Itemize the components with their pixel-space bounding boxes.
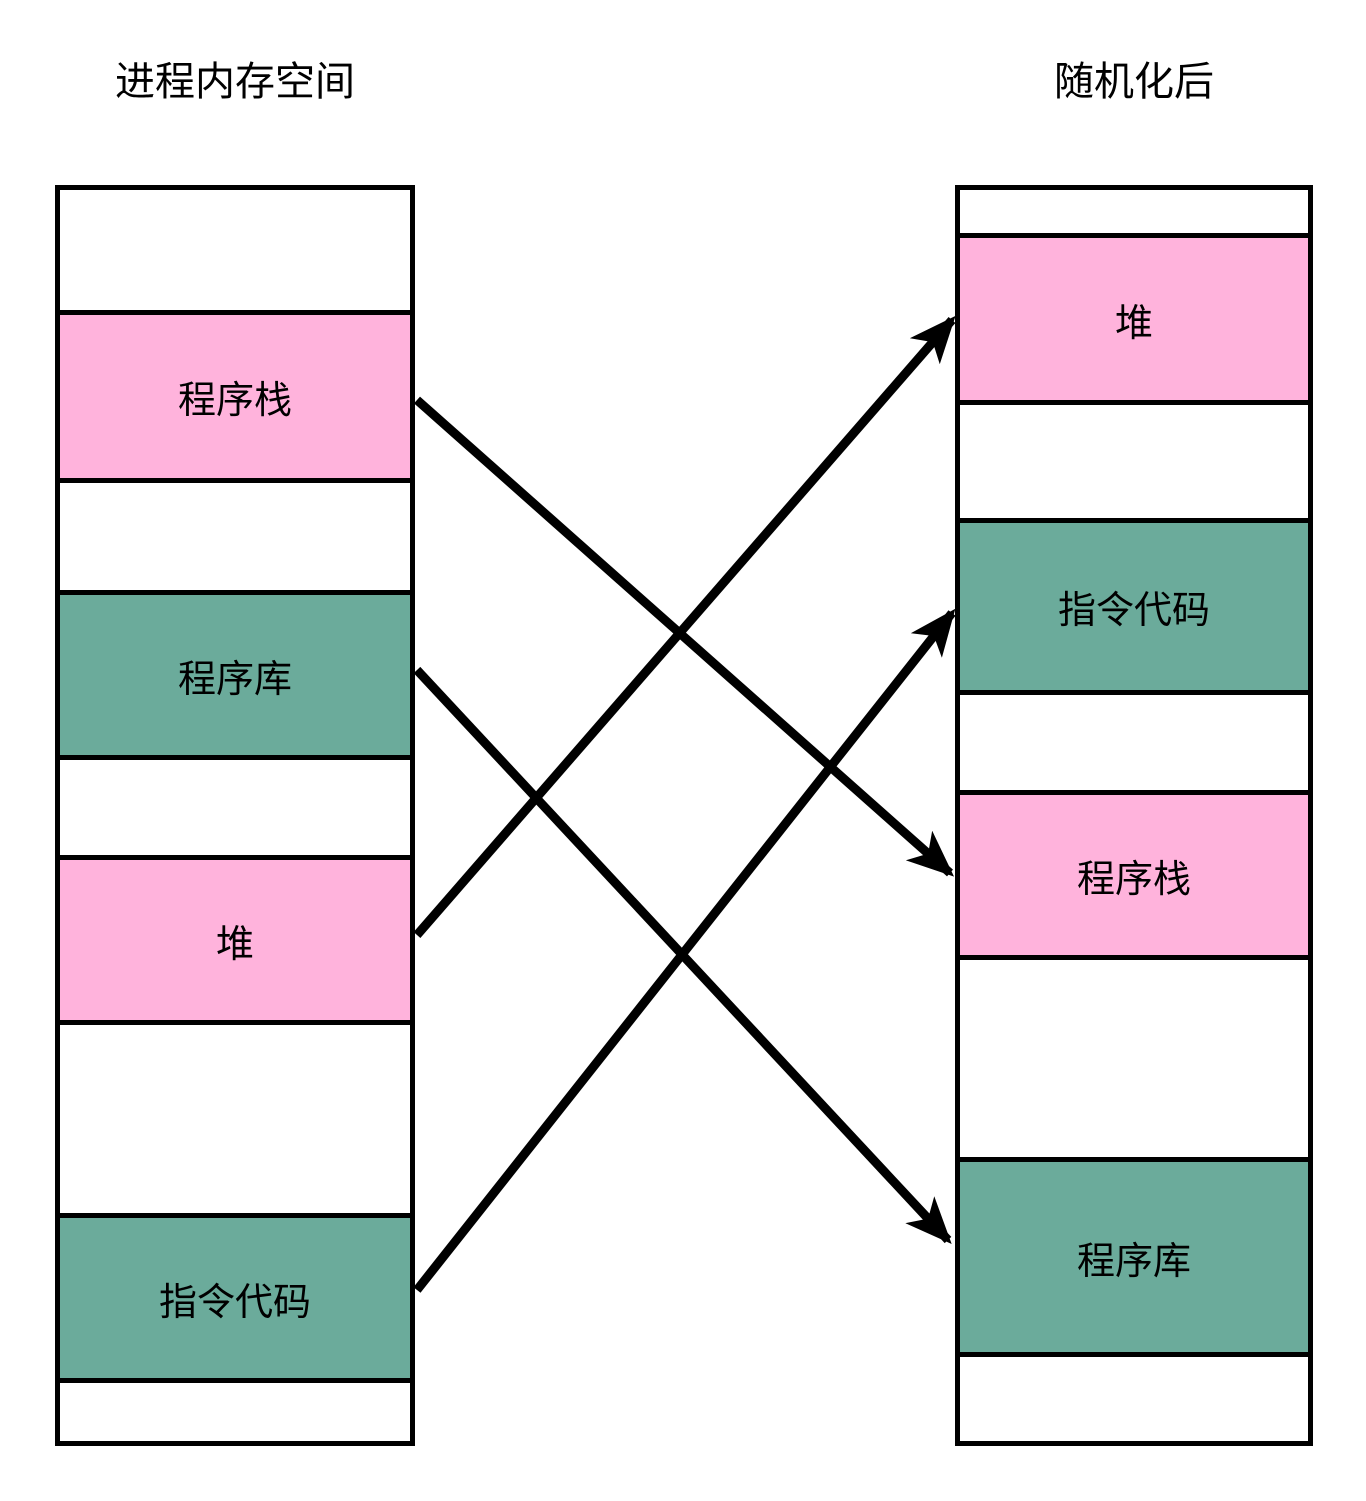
gap-left-2	[60, 483, 410, 590]
right-column-title: 随机化后	[1054, 60, 1214, 104]
segment-right-3: 指令代码	[960, 518, 1308, 695]
segment-right-7: 程序库	[960, 1157, 1308, 1357]
gap-left-0	[60, 190, 410, 310]
segment-label: 程序库	[177, 658, 292, 701]
segment-label: 程序库	[1076, 1240, 1191, 1283]
segment-left-5: 堆	[60, 855, 410, 1025]
segment-left-3: 程序库	[60, 590, 410, 760]
gap-right-2	[960, 405, 1308, 518]
segment-label: 指令代码	[158, 1281, 311, 1324]
process-memory-layout-randomized: 堆指令代码程序栈程序库	[955, 185, 1313, 1446]
mapping-arrow-3	[413, 608, 956, 1293]
gap-left-8	[60, 1383, 410, 1451]
gap-right-8	[960, 1357, 1308, 1451]
gap-right-0	[960, 190, 1308, 233]
mapping-arrow-1	[413, 666, 952, 1244]
gap-right-6	[960, 960, 1308, 1157]
left-column-title: 进程内存空间	[115, 60, 355, 104]
segment-label: 程序栈	[177, 380, 292, 422]
mapping-arrow-2	[413, 315, 956, 938]
segment-label: 程序栈	[1076, 858, 1191, 901]
segment-right-5: 程序栈	[960, 790, 1308, 960]
segment-right-1: 堆	[960, 233, 1308, 405]
segment-label: 指令代码	[1057, 590, 1210, 632]
gap-right-4	[960, 695, 1308, 790]
segment-label: 堆	[1114, 302, 1153, 345]
segment-left-1: 程序栈	[60, 310, 410, 483]
process-memory-layout-original: 程序栈程序库堆指令代码	[55, 185, 415, 1446]
gap-left-6	[60, 1025, 410, 1213]
segment-label: 堆	[215, 923, 254, 966]
segment-left-7: 指令代码	[60, 1213, 410, 1383]
mapping-arrow-0	[414, 396, 955, 877]
gap-left-4	[60, 760, 410, 855]
